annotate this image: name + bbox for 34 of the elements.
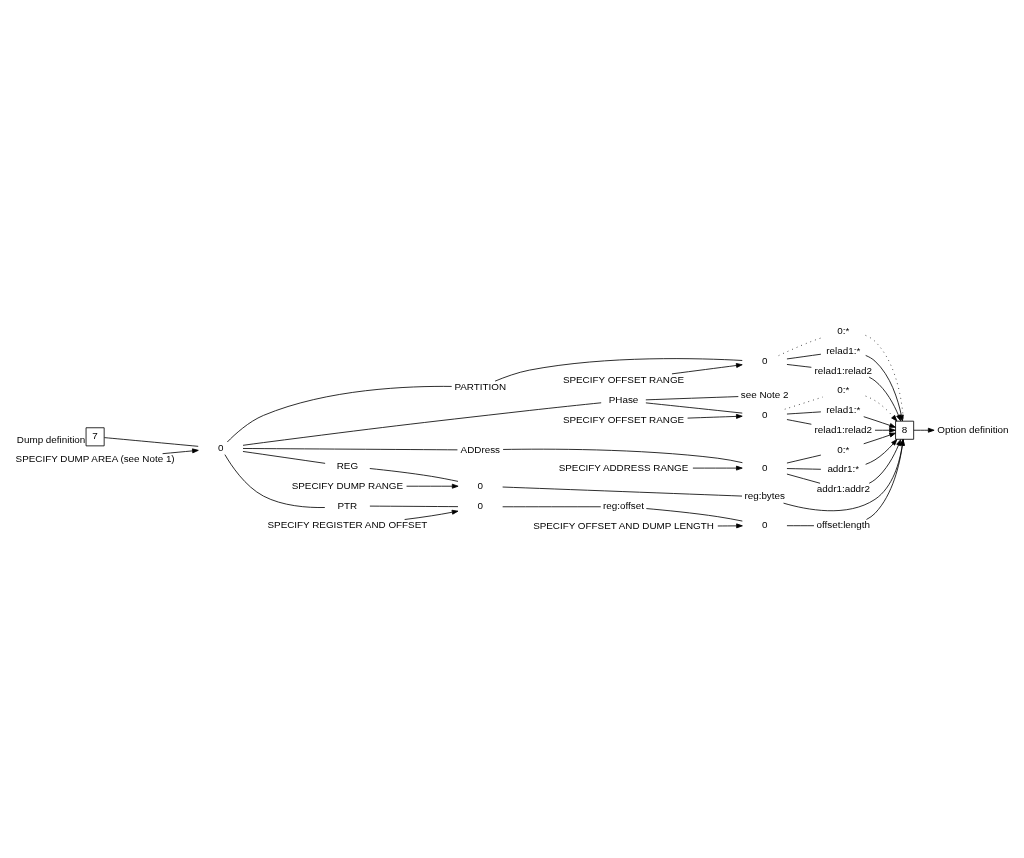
node-text: relad1:*	[826, 404, 861, 416]
node-text: 0	[217, 441, 224, 453]
node-text: see Note 2	[740, 389, 789, 401]
node-text: 0	[761, 519, 768, 531]
node-text: SPECIFY DUMP RANGE	[291, 479, 404, 491]
node-text: addr1:*	[827, 463, 860, 475]
node-text: 0	[477, 500, 484, 512]
node-text: 0:*	[837, 384, 850, 396]
node-text: SPECIFY OFFSET RANGE	[562, 373, 685, 385]
node-text: 0	[761, 355, 768, 367]
node-text: 0:*	[837, 443, 850, 455]
node-text: 0:*	[837, 325, 850, 337]
node-text: SPECIFY REGISTER AND OFFSET	[267, 519, 428, 531]
node-text: 0	[761, 408, 768, 420]
node-text: ADDress	[460, 443, 501, 455]
node-text: PARTITION	[454, 380, 507, 392]
node-text: PTR	[337, 499, 358, 511]
node-text: relad1:*	[826, 344, 861, 356]
node-text: reg:bytes	[744, 490, 785, 502]
node-label: Dump definition	[16, 434, 86, 446]
node-text: PHase	[608, 394, 639, 406]
node-text: SPECIFY DUMP AREA (see Note 1)	[15, 453, 175, 465]
node-text: REG	[336, 460, 359, 471]
node-text: SPECIFY OFFSET RANGE	[562, 413, 685, 425]
node-text: 0	[761, 461, 768, 473]
node-text: offset:length	[816, 519, 871, 531]
node-text: reg:offset	[603, 500, 644, 512]
node-text: relad1:relad2	[814, 364, 873, 376]
node-text: SPECIFY OFFSET AND DUMP LENGTH	[533, 520, 714, 532]
node-text: 0	[477, 479, 484, 491]
node-text: relad1:relad2	[814, 423, 873, 435]
node-text: addr1:addr2	[816, 483, 870, 495]
node-text: Option definition	[937, 423, 1009, 435]
node-text: SPECIFY ADDRESS RANGE	[558, 461, 689, 473]
